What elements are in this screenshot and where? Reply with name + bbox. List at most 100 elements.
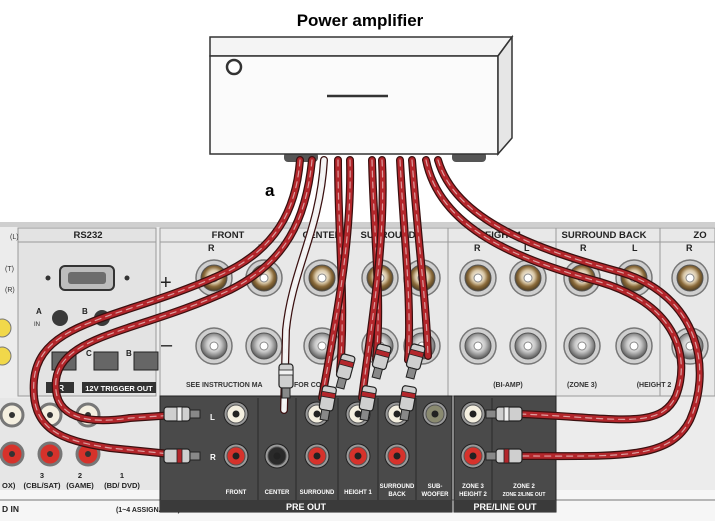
preline-height2-label: HEIGHT 2 bbox=[459, 492, 487, 498]
input-2-name: (GAME) bbox=[66, 481, 94, 490]
input-3-name: (CBL/SAT) bbox=[24, 481, 61, 490]
front-r-letter: R bbox=[208, 243, 215, 253]
section-surround: SURROUND bbox=[361, 230, 416, 241]
cable-surround-r bbox=[318, 156, 355, 402]
pre-out-title: PRE OUT bbox=[286, 502, 327, 512]
input-2-number: 2 bbox=[78, 471, 82, 480]
cable-sback-l bbox=[396, 156, 414, 364]
speaker-terminal-plus[interactable] bbox=[303, 259, 341, 297]
preout-front-r-jack[interactable] bbox=[223, 443, 249, 469]
height2-note: (HEIGHT 2 bbox=[637, 382, 672, 389]
preout-r-letter: R bbox=[210, 453, 216, 462]
speaker-terminal-plus[interactable] bbox=[671, 259, 709, 297]
rca-jacks bbox=[223, 401, 486, 469]
preline-zone2-sub-label: ZONE 2/LINE OUT bbox=[503, 492, 546, 498]
pre-line-out-title: PRE/LINE OUT bbox=[473, 502, 537, 512]
instruction-note-tail: FOR CO bbox=[294, 382, 322, 389]
height1-r-letter: R bbox=[474, 243, 481, 253]
rs232-pins-icon bbox=[68, 272, 106, 284]
input-1-name: (BD/ DVD) bbox=[104, 481, 140, 490]
height1-l-letter: L bbox=[524, 243, 530, 253]
preout-height1-r-jack[interactable] bbox=[345, 443, 371, 469]
instruction-note: SEE INSTRUCTION MA bbox=[186, 382, 263, 389]
speaker-terminal-minus[interactable] bbox=[459, 327, 497, 365]
cable-front-r bbox=[29, 156, 304, 460]
ir-label: IR bbox=[56, 384, 64, 393]
trigger-label-bg bbox=[82, 382, 156, 393]
input-1-number: 1 bbox=[120, 471, 124, 480]
cable-height2-l bbox=[422, 156, 686, 424]
cable-height1-r bbox=[358, 156, 387, 402]
plug-front-l bbox=[163, 406, 201, 422]
section-front: FRONT bbox=[212, 230, 245, 241]
section-surround-back: SURROUND BACK bbox=[562, 230, 647, 241]
preout-surround-label: SURROUND bbox=[300, 490, 335, 496]
preout-sback-label-2: BACK bbox=[388, 492, 406, 498]
section-zone: ZO bbox=[693, 230, 706, 241]
plug-height1-l bbox=[371, 343, 392, 380]
preout-height1-label: HEIGHT 1 bbox=[344, 490, 372, 496]
ir-a-jack[interactable] bbox=[52, 310, 68, 326]
input-in-label: D IN bbox=[2, 504, 19, 514]
plug-height1-r bbox=[358, 385, 377, 422]
cable-sback-r bbox=[408, 156, 432, 360]
power-amplifier bbox=[209, 34, 514, 162]
cable-center bbox=[280, 156, 328, 414]
cable-height2-r bbox=[434, 156, 704, 461]
speaker-terminal-minus[interactable] bbox=[615, 327, 653, 365]
section-center: CENTER bbox=[302, 230, 341, 241]
trigger-label: 12V TRIGGER OUT bbox=[85, 384, 153, 393]
speaker-terminal-minus[interactable] bbox=[563, 327, 601, 365]
preout-sub-label-2: WOOFER bbox=[422, 492, 450, 498]
plug-sback-l bbox=[405, 343, 426, 380]
polarity-plus: + bbox=[160, 272, 172, 294]
assignable-label: (1~4 ASSIGNABLE) bbox=[116, 507, 180, 514]
left-cut-mid: (T) bbox=[5, 266, 14, 273]
input-cut-label: OX) bbox=[2, 481, 16, 490]
preout-front-l-jack[interactable] bbox=[223, 401, 249, 427]
plug-surround-l bbox=[335, 353, 356, 390]
screw-icon bbox=[124, 275, 130, 281]
left-cut-low: (R) bbox=[5, 287, 15, 294]
sback-l-letter: L bbox=[632, 243, 638, 253]
plug-height2-r bbox=[485, 448, 523, 464]
speaker-terminal-minus[interactable] bbox=[195, 327, 233, 365]
preline-zone3-label: ZONE 3 bbox=[462, 484, 484, 490]
preout-l-letter: L bbox=[210, 413, 215, 422]
zone-r-letter: R bbox=[686, 243, 693, 253]
preout-sback-label-1: SURROUND bbox=[380, 484, 415, 490]
preout-center-jack[interactable] bbox=[264, 443, 290, 469]
preout-front-label: FRONT bbox=[226, 490, 247, 496]
preout-sub-jack[interactable] bbox=[422, 401, 448, 427]
trigger-b-label: B bbox=[126, 349, 132, 358]
trigger-c-jack[interactable] bbox=[93, 351, 119, 371]
speaker-terminal-plus[interactable] bbox=[459, 259, 497, 297]
speaker-terminal-minus[interactable] bbox=[245, 327, 283, 365]
section-rs232: RS232 bbox=[73, 230, 102, 241]
preline-zone3-r-jack[interactable] bbox=[460, 443, 486, 469]
plug-height2-l bbox=[485, 406, 523, 422]
remote-in-label: IN bbox=[34, 322, 40, 328]
rca-cables bbox=[29, 156, 704, 464]
preout-surround-r-jack[interactable] bbox=[304, 443, 330, 469]
trigger-c-label: C bbox=[86, 349, 92, 358]
screw-icon bbox=[45, 275, 51, 281]
trigger-b-jack[interactable] bbox=[133, 351, 159, 371]
zone3-note: (ZONE 3) bbox=[567, 382, 597, 389]
bi-amp-note: (BI-AMP) bbox=[493, 382, 523, 389]
cut-jack-yellow bbox=[0, 346, 12, 366]
preout-center-label: CENTER bbox=[265, 490, 290, 496]
plug-surround-r bbox=[318, 385, 337, 422]
preout-sub-label-1: SUB- bbox=[428, 484, 443, 490]
remote-a-label: A bbox=[36, 307, 42, 316]
remote-b-label: B bbox=[82, 307, 88, 316]
cut-jack-yellow bbox=[0, 318, 12, 338]
preline-zone3-l-jack[interactable] bbox=[460, 401, 486, 427]
speaker-terminal-plus[interactable] bbox=[509, 259, 547, 297]
sback-r-letter: R bbox=[580, 243, 587, 253]
polarity-minus: – bbox=[161, 334, 173, 356]
speaker-terminal-minus[interactable] bbox=[509, 327, 547, 365]
preout-sback-r-jack[interactable] bbox=[384, 443, 410, 469]
diagram-title: Power amplifier bbox=[297, 11, 424, 30]
